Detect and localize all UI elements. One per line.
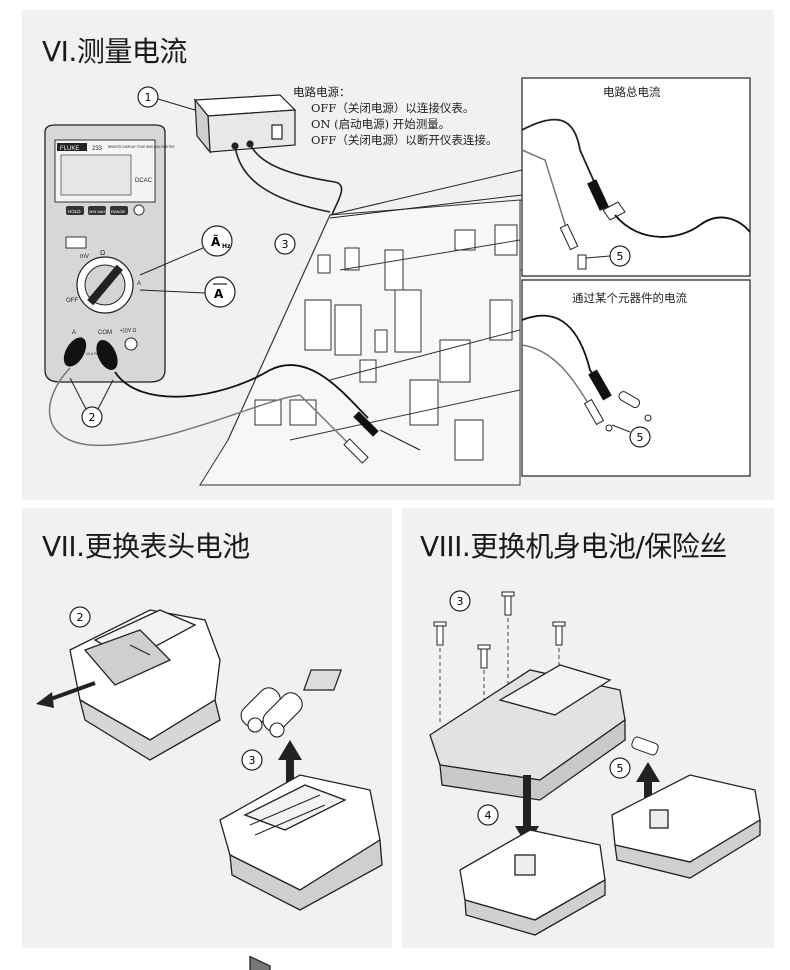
fuse-label: 10 A FUSED: [86, 352, 107, 356]
jack-a-label: A: [72, 330, 76, 336]
multimeter: FLUKE 233 REMOTE DISPLAY TRUE RMS MULTIM…: [44, 124, 175, 383]
power-note: 电路电源： OFF（关闭电源）以连接仪表。 ON (启动电源) 开始测量。 OF…: [293, 84, 497, 148]
inset-component-current-label: 通过某个元器件的电流: [572, 291, 687, 305]
step-2-label: 2: [89, 411, 96, 424]
meter-display-mode: DCAC: [135, 178, 153, 184]
meter-model: 233: [92, 146, 103, 152]
step-5b-label: 5: [637, 431, 644, 444]
meter-model-sub: REMOTE DISPLAY TRUE RMS MULTIMETER: [108, 145, 175, 149]
button-hold: HOLD: [68, 209, 81, 214]
dial-amps: A: [137, 281, 141, 287]
step-vii-3-label: 3: [249, 754, 256, 767]
step-1-label: 1: [145, 91, 152, 104]
section-viii-title: VIII.更换机身电池/保险丝: [420, 530, 727, 563]
step-3-label: 3: [282, 238, 289, 251]
step-vii-2-label: 2: [77, 611, 84, 624]
ac-amps-symbol: Ã: [211, 234, 221, 249]
jack-com-label: COM: [98, 330, 112, 336]
step-5a-label: 5: [617, 250, 624, 263]
power-note-line-3: OFF（关闭电源）以断开仪表连接。: [311, 133, 498, 147]
step-viii-3-label: 3: [457, 595, 464, 608]
dial-off: OFF: [66, 298, 78, 304]
power-note-line-1: OFF（关闭电源）以连接仪表。: [311, 101, 475, 115]
inset-total-current-label: 电路总电流: [603, 85, 661, 99]
dial-ohm: Ω: [100, 250, 105, 257]
power-note-line-2: ON (启动电源) 开始测量。: [311, 117, 451, 131]
step-viii-4-label: 4: [485, 809, 492, 822]
section-vi-title: VI.测量电流: [42, 35, 187, 68]
power-note-heading: 电路电源：: [293, 85, 351, 99]
dc-amps-symbol: A: [214, 287, 224, 301]
meter-brand: FLUKE: [60, 146, 79, 152]
dial-mv: mV: [80, 254, 89, 260]
power-supply: [193, 94, 297, 154]
inset-total-current: [521, 77, 751, 277]
button-minmax: MIN MAX: [89, 209, 106, 214]
section-vii-title: VII.更换表头电池: [42, 530, 250, 563]
svg-text:Hz: Hz: [222, 243, 231, 250]
step-viii-5-label: 5: [617, 762, 624, 775]
button-range: RANGE: [111, 209, 126, 214]
jack-v-label: +)))V Ω: [120, 328, 137, 334]
